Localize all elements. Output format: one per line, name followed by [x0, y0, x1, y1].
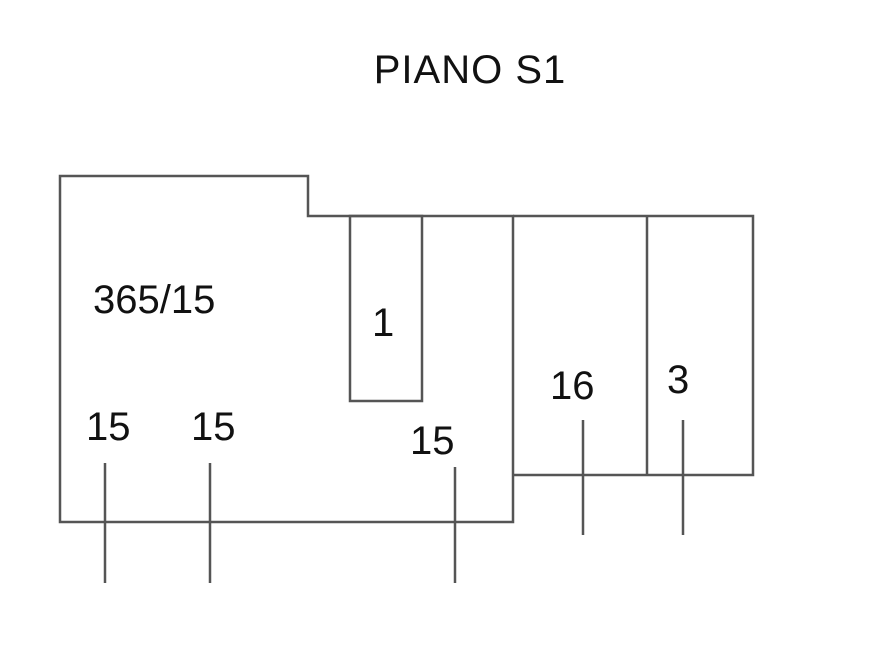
plan-title: PIANO S1 [373, 48, 567, 92]
main-parcel-outline [58, 174, 515, 524]
room-1-outline [348, 214, 424, 403]
right-block-outline [513, 214, 755, 477]
label-room-1: 1 [372, 301, 394, 345]
label-parcel-16: 16 [550, 364, 595, 408]
label-sub-mid: 15 [410, 419, 455, 463]
label-main-parcel: 365/15 [93, 278, 215, 322]
label-sub-left-2: 15 [191, 405, 236, 449]
label-parcel-3: 3 [667, 358, 689, 402]
label-sub-left-1: 15 [86, 405, 131, 449]
